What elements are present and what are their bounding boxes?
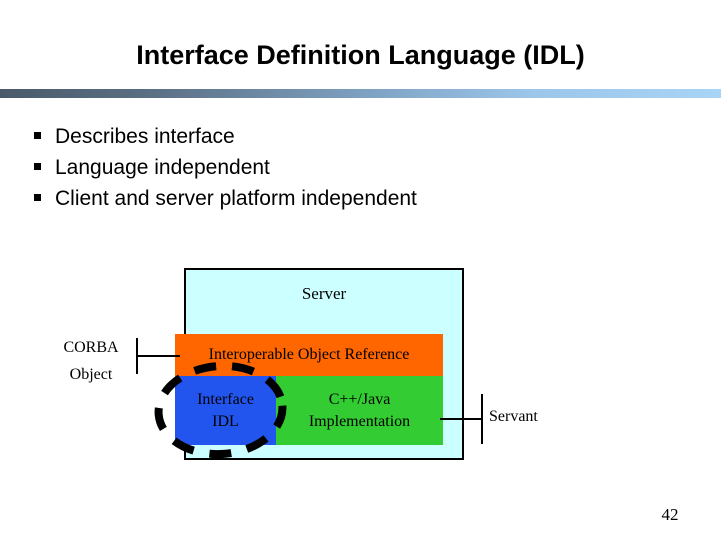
server-label: Server	[301, 284, 347, 303]
page-title: Interface Definition Language (IDL)	[136, 40, 585, 70]
corba-object-connector-line	[136, 338, 180, 374]
implementation-label-line2: Implementation	[308, 412, 411, 430]
page-number: 42	[661, 505, 679, 524]
list-item: Describes interface	[0, 122, 721, 153]
bullet-list: Describes interface Language independent…	[0, 122, 721, 215]
servant-connector-line	[440, 394, 483, 444]
interface-idl-label-line2: IDL	[212, 412, 239, 430]
list-item-label: Describes interface	[55, 125, 235, 148]
list-item: Language independent	[0, 153, 721, 184]
corba-object-label-line1: CORBA	[63, 339, 119, 356]
list-item: Client and server platform independent	[0, 184, 721, 215]
square-bullet-icon	[34, 132, 41, 139]
list-item-label: Client and server platform independent	[55, 187, 417, 210]
servant-callout-label: Servant	[489, 408, 538, 425]
implementation-label-line1: C++/Java	[328, 390, 391, 408]
title-divider	[0, 89, 721, 98]
interface-idl-label-line1: Interface	[197, 390, 254, 408]
square-bullet-icon	[34, 194, 41, 201]
interface-idl-box: Interface IDL	[175, 376, 276, 445]
square-bullet-icon	[34, 163, 41, 170]
corba-object-label-line2: Object	[69, 366, 113, 383]
implementation-box: C++/Java Implementation	[276, 376, 443, 445]
corba-object-callout-label: CORBA Object	[52, 334, 130, 388]
interoperable-object-reference-box: Interoperable Object Reference	[175, 334, 443, 376]
list-item-label: Language independent	[55, 156, 270, 179]
interoperable-object-reference-label: Interoperable Object Reference	[208, 346, 410, 363]
dashed-ellipse-highlight-icon	[154, 362, 287, 458]
